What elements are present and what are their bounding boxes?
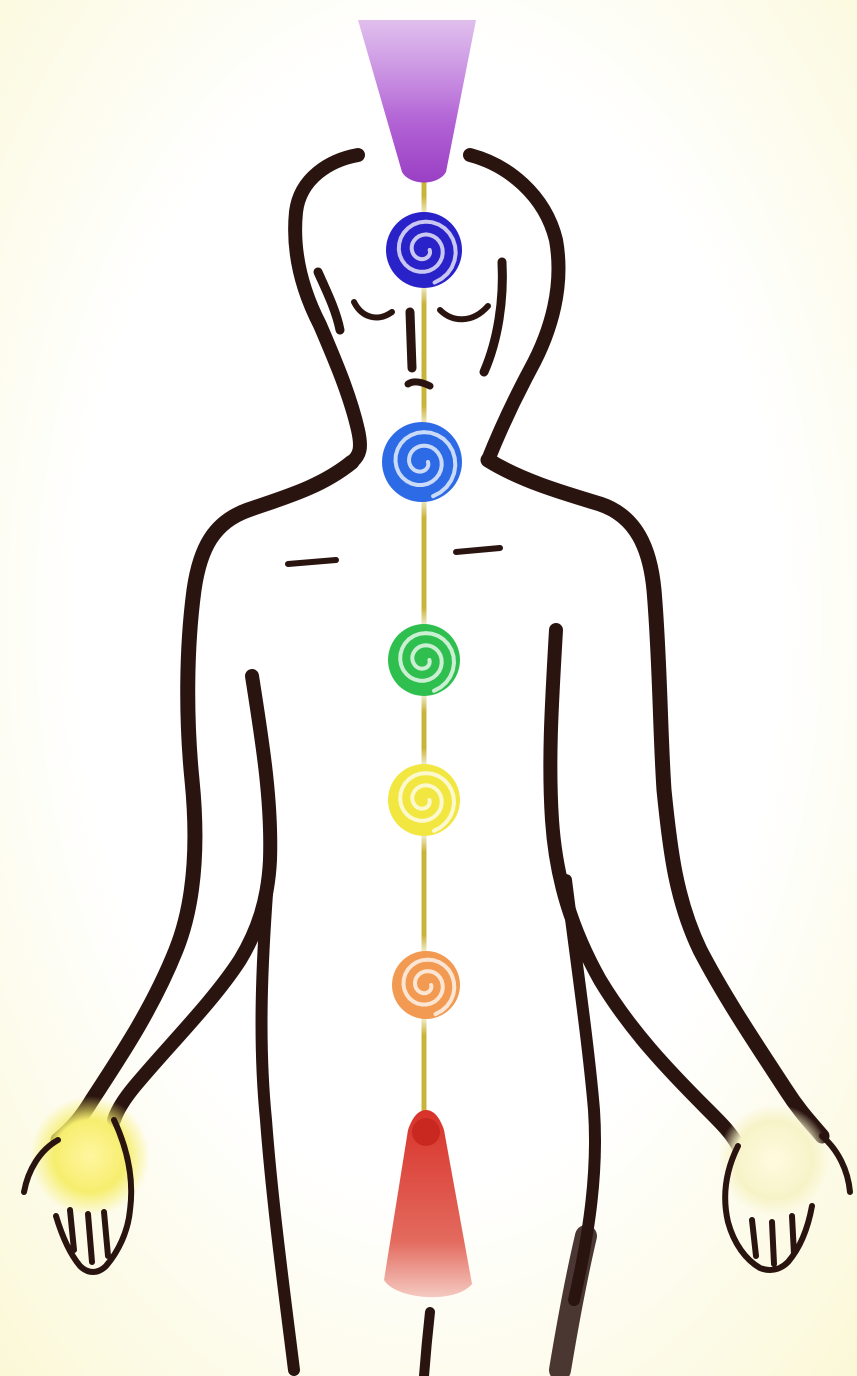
- left-collarbone: [288, 560, 336, 564]
- inner-leg-line: [424, 1312, 430, 1376]
- mouth: [408, 382, 430, 386]
- root-chakra-core: [412, 1118, 440, 1146]
- nose: [410, 312, 412, 368]
- third-eye-chakra: [370, 196, 478, 304]
- throat-chakra: [366, 406, 478, 518]
- right-collarbone: [456, 548, 500, 552]
- heart-chakra: [372, 608, 476, 712]
- sacral-chakra: [376, 935, 476, 1035]
- solar-plexus-chakra: [372, 748, 476, 852]
